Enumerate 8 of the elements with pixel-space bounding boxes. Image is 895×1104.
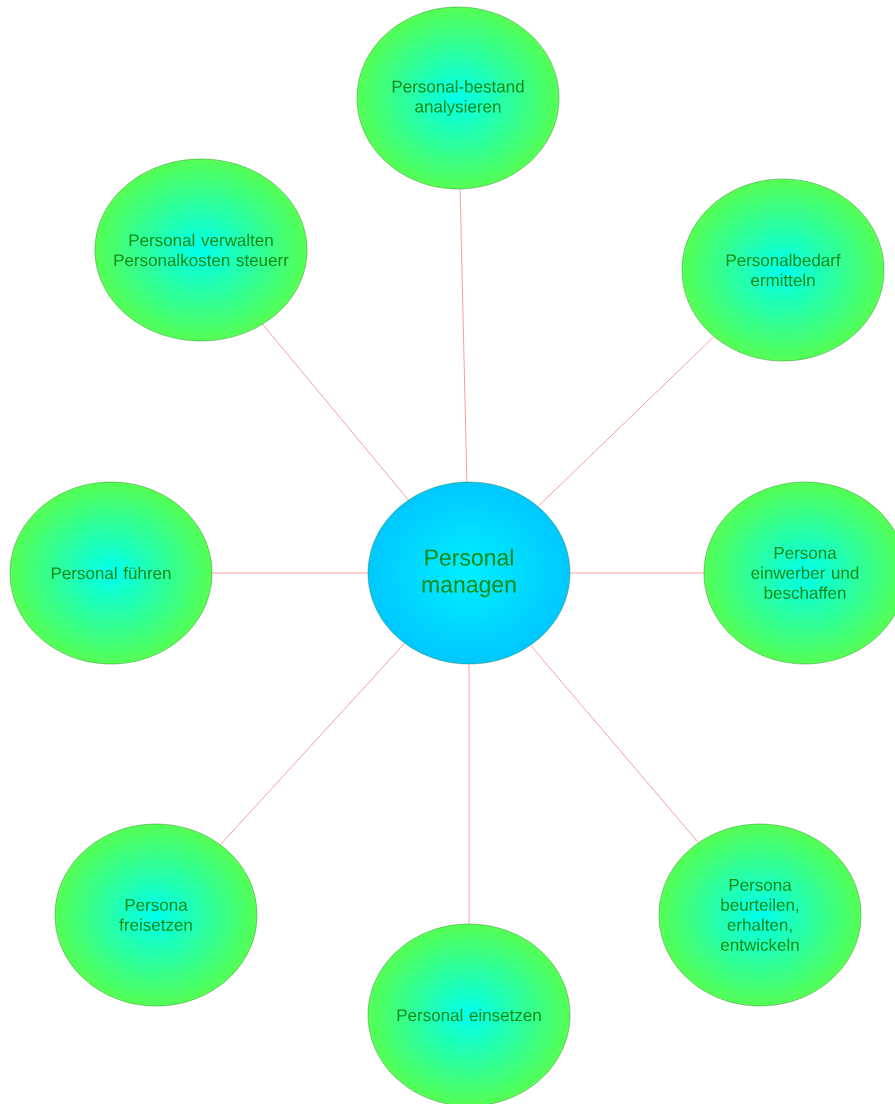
connector-line bbox=[530, 645, 699, 843]
connector-line bbox=[459, 189, 468, 483]
connector-line bbox=[537, 336, 715, 507]
connector-line bbox=[468, 664, 470, 924]
connector-line bbox=[220, 643, 405, 845]
connector-line bbox=[262, 324, 409, 501]
connector-line bbox=[212, 572, 368, 574]
connector-line bbox=[570, 572, 704, 574]
